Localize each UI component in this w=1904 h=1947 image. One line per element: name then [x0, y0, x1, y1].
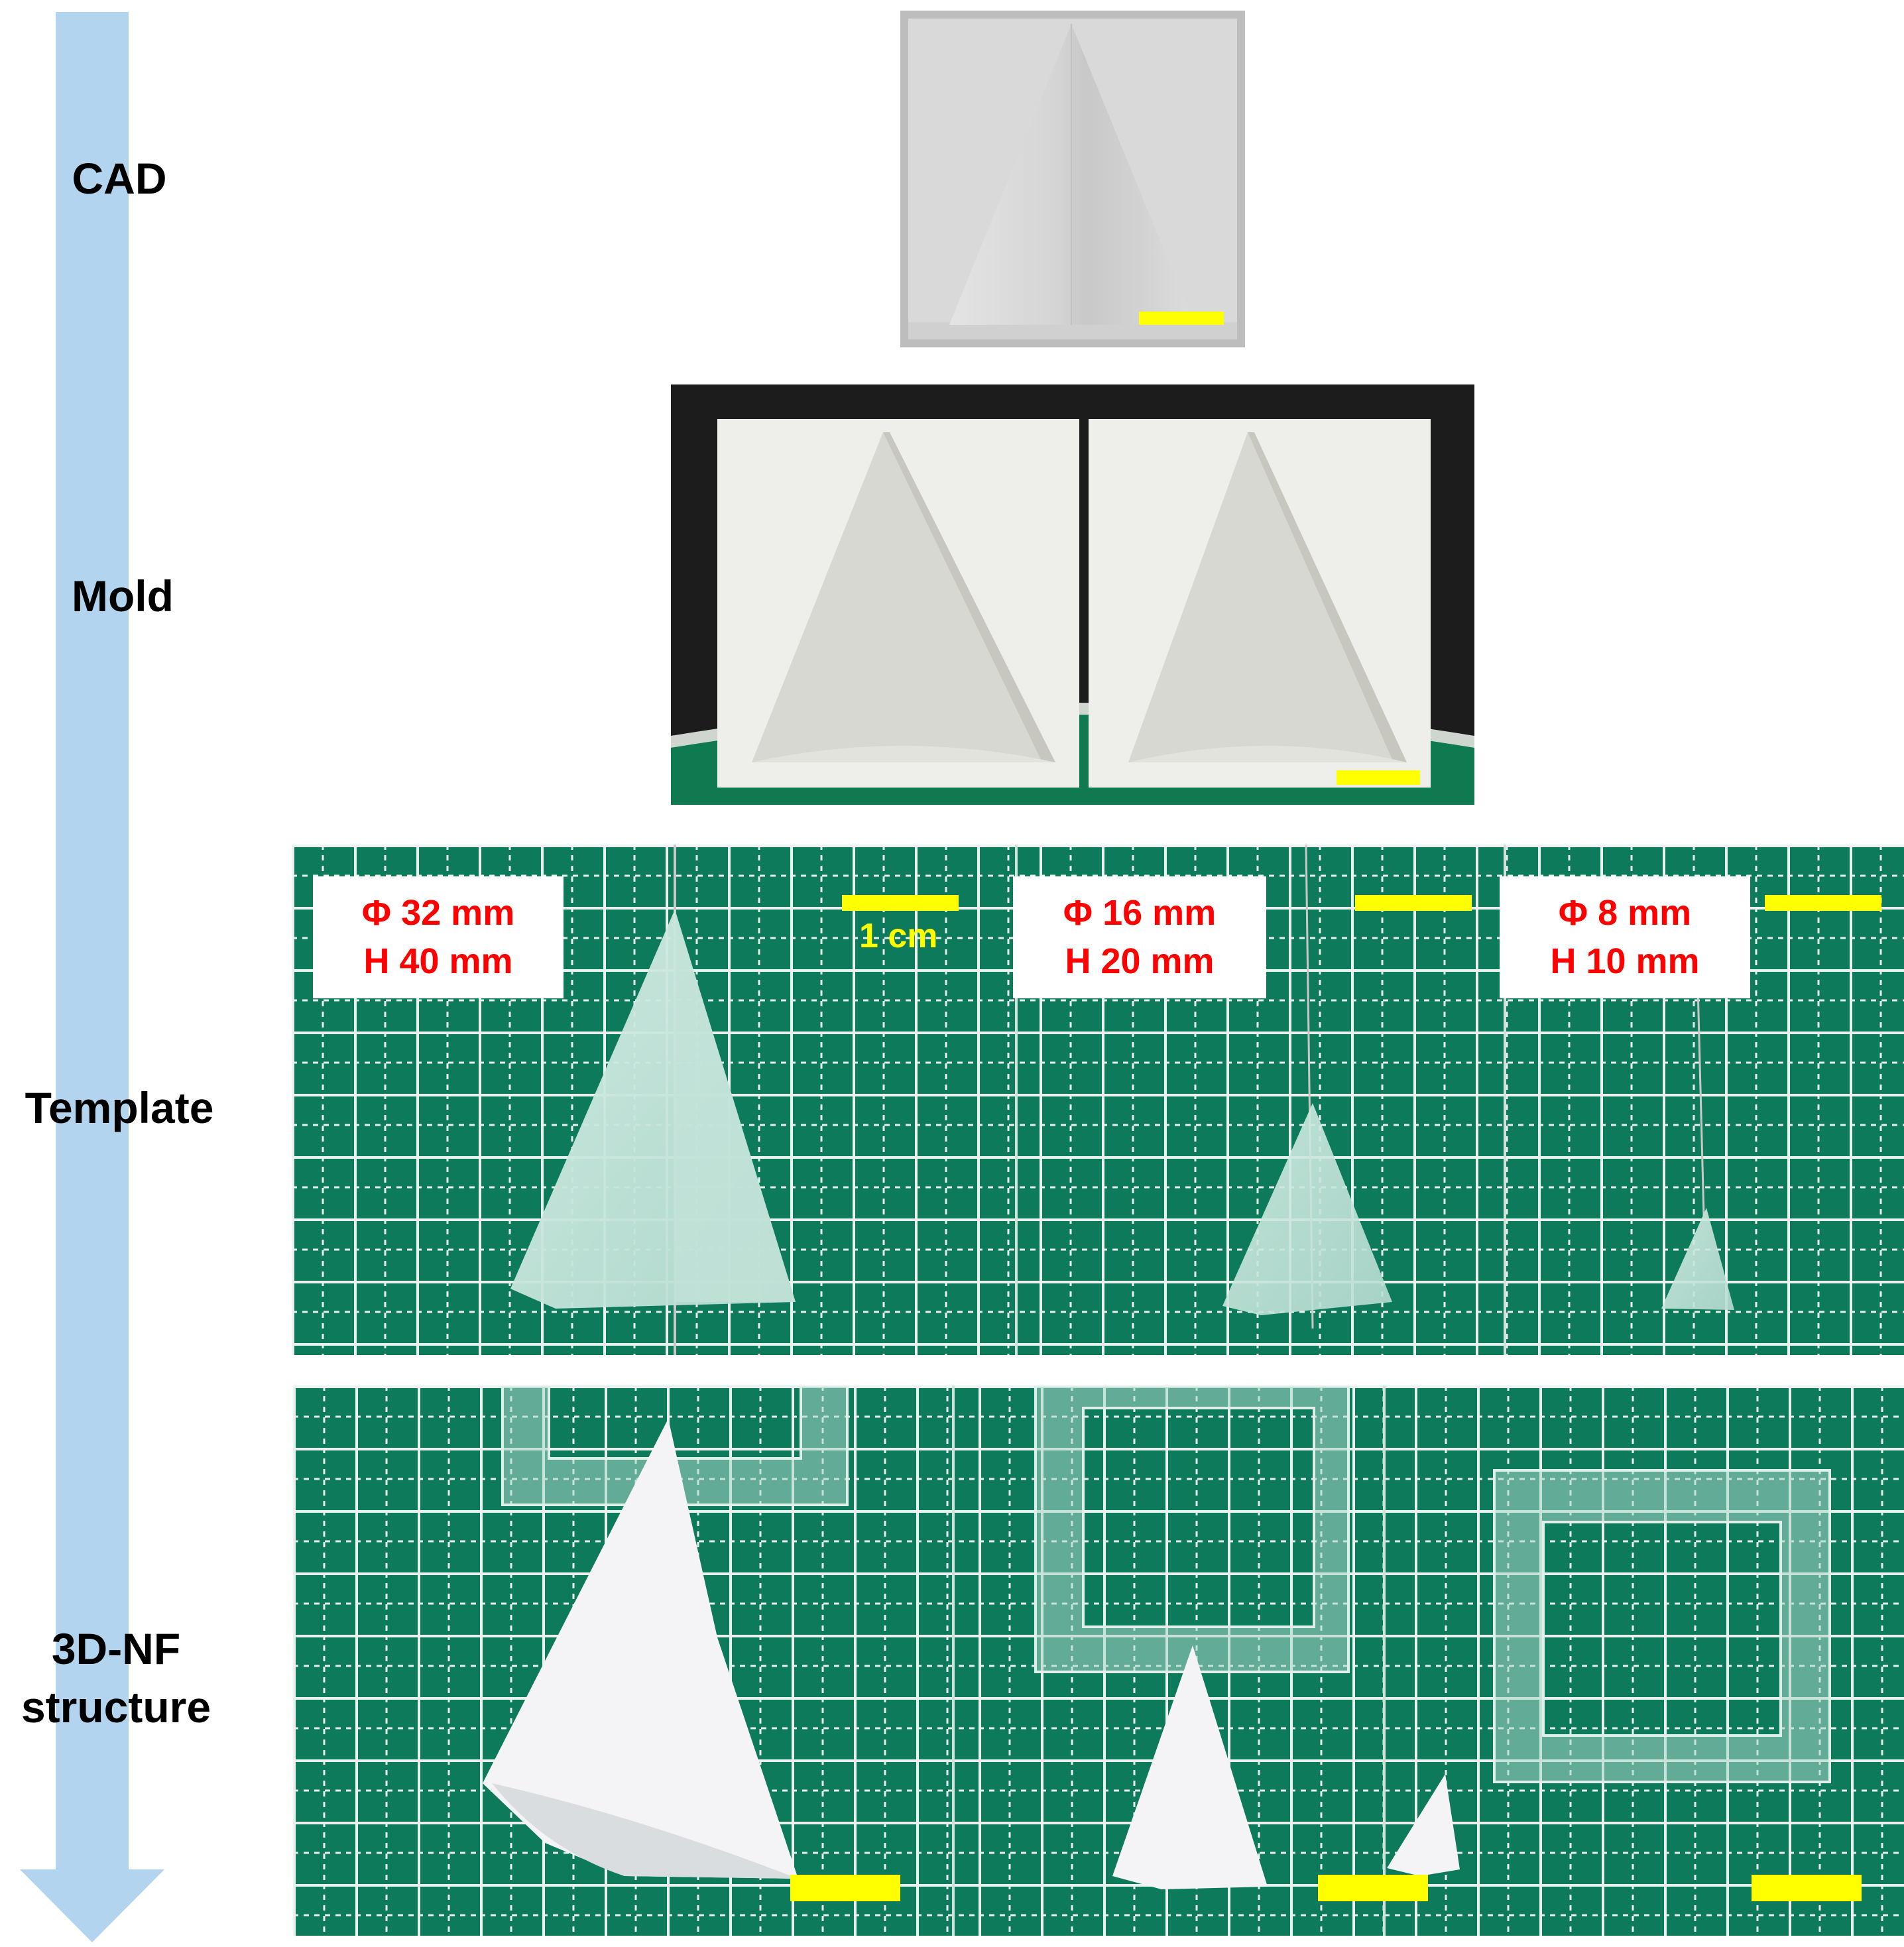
nanofiber-structure-photo-image	[293, 1386, 1904, 1936]
template-scale-bar-3	[1765, 895, 1881, 911]
step-label-mold: Mold	[72, 571, 174, 620]
step-label-structure: structure	[21, 1682, 211, 1732]
scale-bar-label: 1 cm	[859, 917, 938, 955]
template-dimension-label-2: Φ 16 mm H 20 mm	[1013, 876, 1266, 998]
mold-scale-bar	[1337, 770, 1420, 785]
template-scale-bar-2	[1355, 895, 1472, 911]
template-height-2: H 20 mm	[1065, 941, 1215, 981]
cad-scale-bar	[1139, 312, 1224, 325]
nf-scale-bar-3	[1752, 1875, 1862, 1901]
template-height-1: H 40 mm	[363, 941, 513, 981]
mold-photo-image	[671, 384, 1474, 805]
template-diameter-3: Φ 8 mm	[1558, 893, 1692, 933]
template-diameter-2: Φ 16 mm	[1063, 893, 1217, 933]
step-label-template: Template	[25, 1083, 214, 1132]
template-dimension-label-3: Φ 8 mm H 10 mm	[1500, 876, 1750, 998]
step-label-3d-nf: 3D-NF	[51, 1624, 181, 1673]
template-height-3: H 10 mm	[1550, 941, 1700, 981]
template-dimension-label-1: Φ 32 mm H 40 mm	[313, 876, 564, 998]
nf-scale-bar-2	[1318, 1875, 1428, 1901]
step-label-cad: CAD	[72, 154, 167, 203]
nf-scale-bar-1	[790, 1875, 900, 1901]
cad-render-image	[900, 11, 1245, 347]
template-diameter-1: Φ 32 mm	[361, 893, 515, 933]
template-scale-bar-1	[842, 895, 959, 911]
